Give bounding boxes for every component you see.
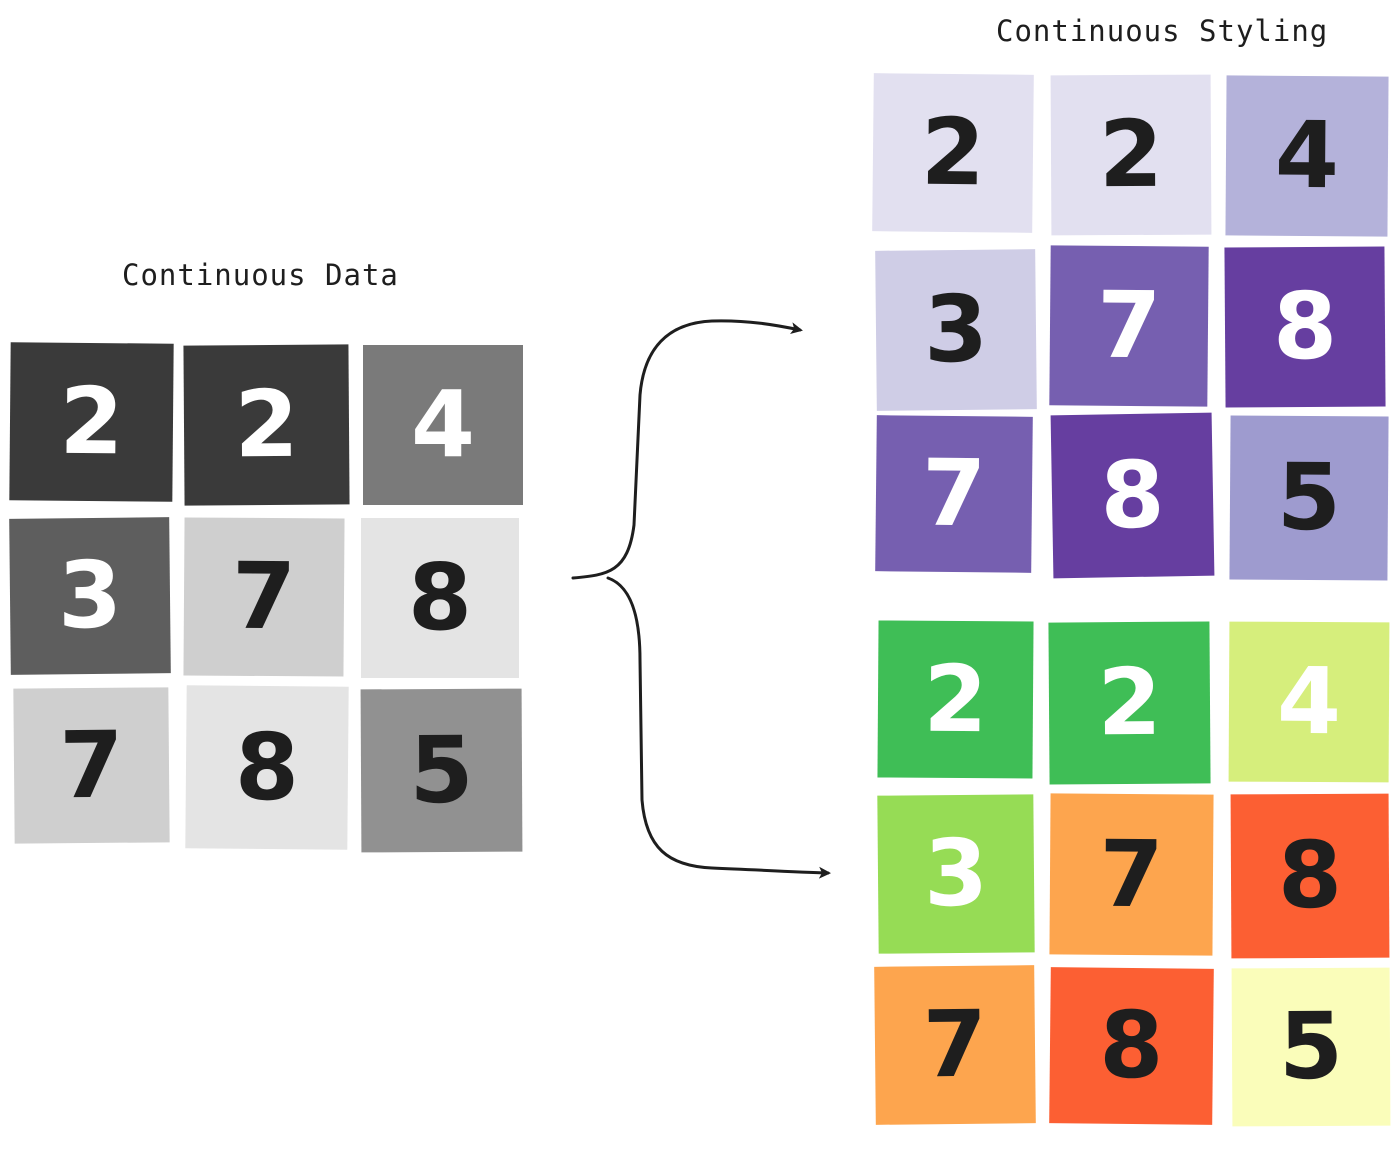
- purple-cell: 4: [1225, 75, 1389, 237]
- purple-cell: 8: [1224, 246, 1386, 408]
- purple-cell: 5: [1229, 415, 1389, 581]
- color-cell: 3: [877, 794, 1035, 954]
- color-cell: 5: [1231, 967, 1391, 1127]
- color-cell: 8: [1230, 793, 1390, 959]
- color-cell: 2: [877, 620, 1034, 779]
- right-title: Continuous Styling: [996, 14, 1329, 48]
- purple-cell: 7: [875, 415, 1033, 573]
- color-cell: 7: [874, 965, 1036, 1125]
- color-cell: 7: [1049, 793, 1214, 956]
- brace-upper-arrow: [571, 319, 803, 580]
- left-cell: 8: [361, 518, 519, 678]
- purple-cell: 7: [1049, 245, 1209, 407]
- purple-cell: 8: [1050, 412, 1215, 579]
- color-cell: 8: [1049, 967, 1214, 1125]
- purple-cell: 2: [872, 73, 1034, 233]
- color-cell: 4: [1228, 621, 1390, 783]
- purple-cell: 3: [875, 249, 1037, 411]
- purple-cell: 2: [1050, 74, 1212, 236]
- color-cell: 2: [1048, 621, 1211, 785]
- brace-lower-arrow: [606, 576, 831, 879]
- left-title: Continuous Data: [122, 258, 399, 292]
- left-cell: 4: [363, 345, 523, 505]
